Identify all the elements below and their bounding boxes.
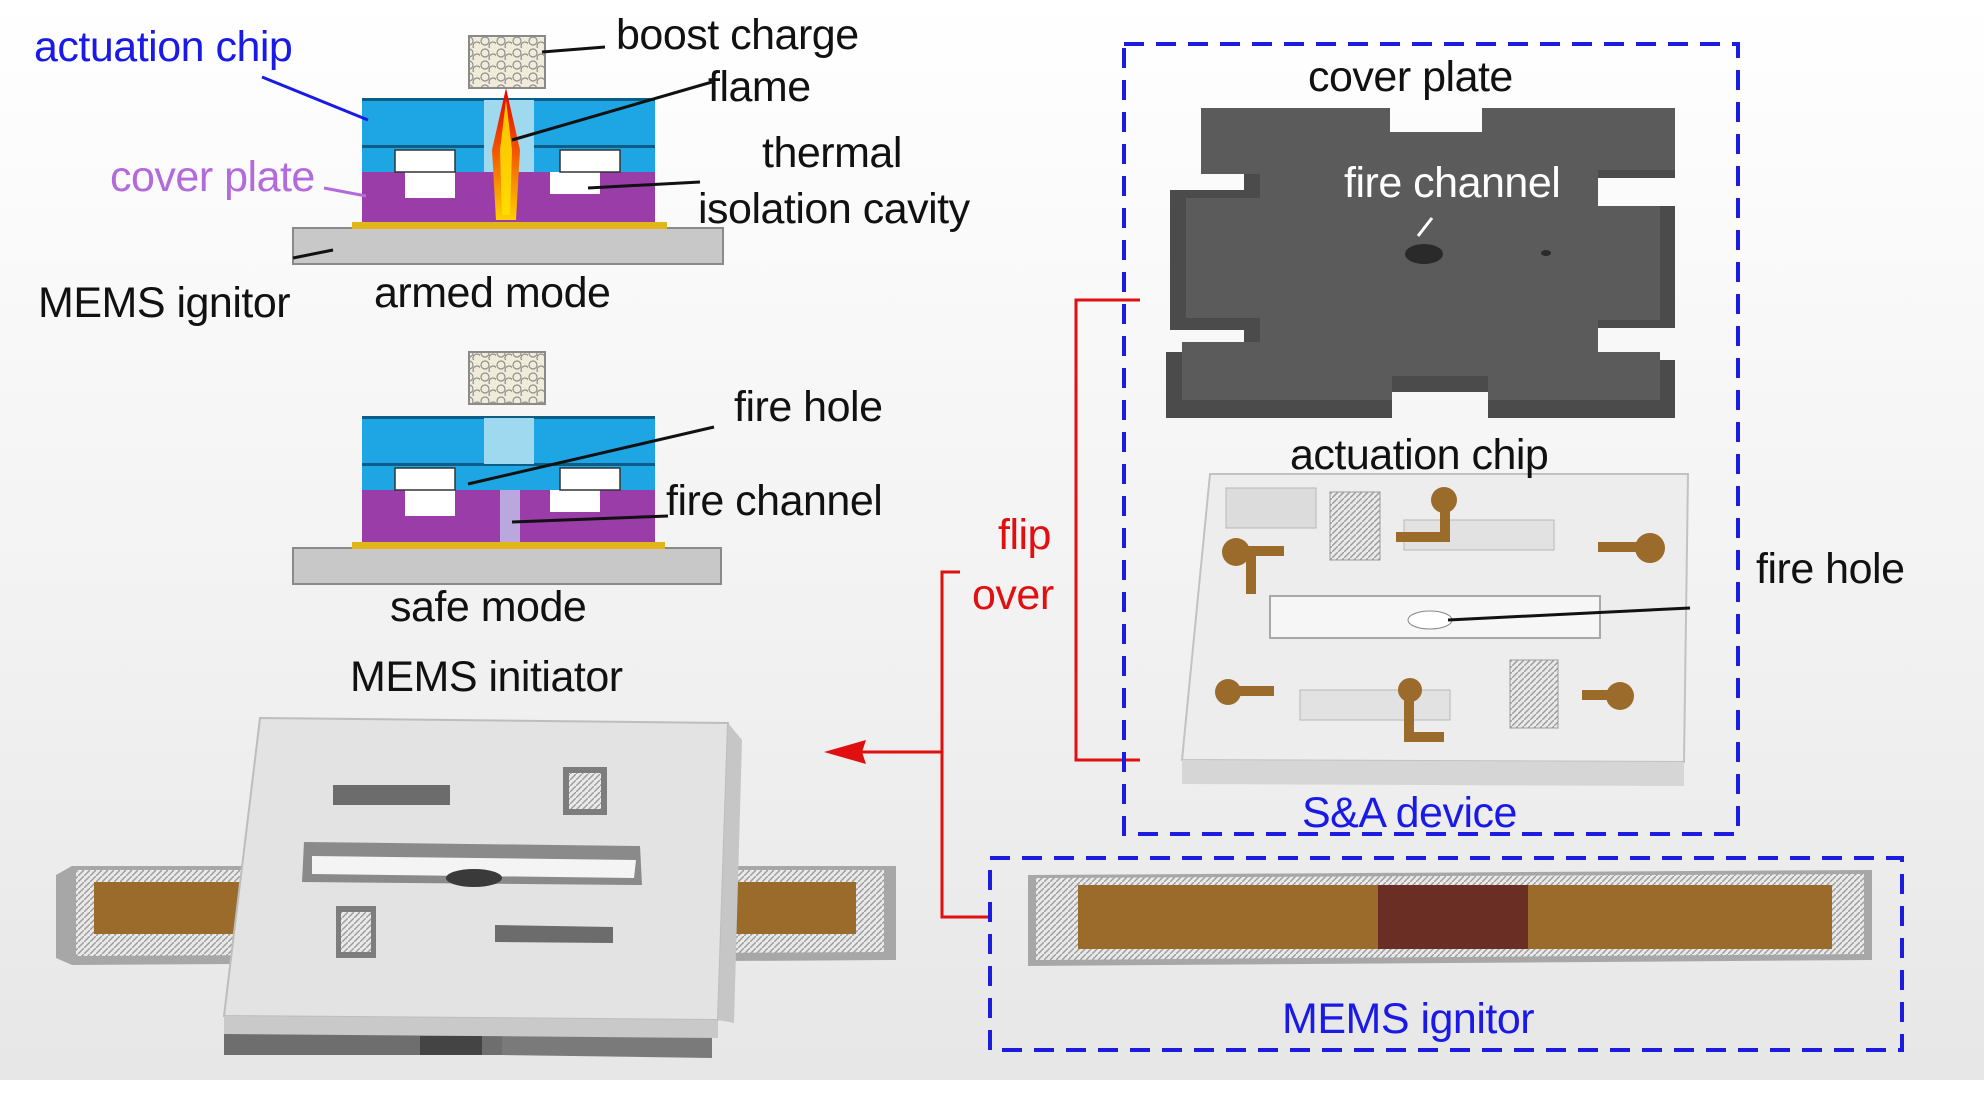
leader-flame [511,80,713,142]
label-armed-actuation-chip: actuation chip [34,23,293,71]
assembled-fire-hole [446,869,502,887]
label-boost-charge: boost charge [616,11,859,59]
chip-gold-traces [1215,487,1665,742]
leader-cover-plate [323,186,367,198]
armed-thermal-cavity [550,172,600,194]
label-armed-mems-ignitor: MEMS ignitor [38,279,291,327]
label-safe-fire-channel: fire channel [666,477,883,525]
leader-thermal-cavity [587,180,701,190]
assembled-slot-1 [333,785,450,805]
assembled-comb-1 [569,773,601,809]
armed-cover-cavity-left [405,172,455,198]
armed-gold-layer [352,222,667,229]
flip-over-connector [862,298,1140,919]
chip-comb-drive-2 [1509,659,1559,729]
label-exploded-actuation-chip: actuation chip [1290,431,1549,479]
leader-fire-channel [511,514,669,524]
leader-fire-hole [467,425,715,486]
label-safe-fire-hole: fire hole [734,383,883,431]
leader-ignitor [292,248,334,260]
label-mems-initiator: MEMS initiator [350,653,623,701]
ignitor-heater-bridge [1378,885,1528,949]
chip-fire-hole [1407,610,1453,630]
label-over: over [972,571,1054,619]
label-safe-mode: safe mode [390,583,587,631]
label-exploded-fire-hole: fire hole [1756,545,1905,593]
sa-device-bracket [1074,298,1140,762]
ignitor-bracket [940,570,990,919]
label-exploded-fire-channel: fire channel [1344,159,1561,207]
cover-plate-alignment-hole [1541,250,1551,256]
safe-gold-layer [352,542,665,549]
chip-comb-drive-1 [1329,491,1381,561]
exploded-cover-plate [1166,108,1675,418]
safe-mode-section [292,351,722,585]
armed-boost-charge [468,35,546,89]
armed-chip-cavity-right [559,149,621,173]
label-flame: flame [708,63,811,111]
leader-exploded-fire-channel [1416,217,1434,237]
label-thermal: thermal [762,129,902,177]
mems-ignitor-box [988,856,1904,1052]
leader-actuation-chip [261,75,369,122]
leader-exploded-fire-hole [1447,606,1691,622]
sa-device-box [1122,42,1740,836]
label-armed-cover-plate: cover plate [110,153,315,201]
label-exploded-cover-plate: cover plate [1308,53,1513,101]
armed-chip-cavity-left [394,149,456,173]
safe-leader-lines [467,425,715,524]
label-sa-device: S&A device [1302,789,1517,837]
safe-fire-hole [484,418,534,464]
safe-ignitor-substrate [292,547,722,585]
armed-mode-section [292,35,724,265]
armed-leader-lines [292,45,713,260]
assembled-comb-2 [341,912,371,952]
assembled-slot-2 [495,925,613,943]
assembled-initiator [56,716,896,1058]
safe-fire-channel [500,490,520,542]
armed-ignitor-substrate [292,227,724,265]
label-flip: flip [998,511,1051,559]
label-exploded-mems-ignitor: MEMS ignitor [1282,995,1535,1043]
exploded-ignitor [1028,870,1872,966]
safe-boost-charge [468,351,546,405]
flip-arrow-head [824,740,866,764]
bottom-strip [0,1080,1984,1110]
label-isolation-cavity: isolation cavity [698,185,970,233]
cover-plate-fire-channel-hole [1405,244,1443,264]
label-armed-mode: armed mode [374,269,611,317]
leader-boost-charge [541,45,606,54]
exploded-actuation-chip [1180,473,1690,786]
